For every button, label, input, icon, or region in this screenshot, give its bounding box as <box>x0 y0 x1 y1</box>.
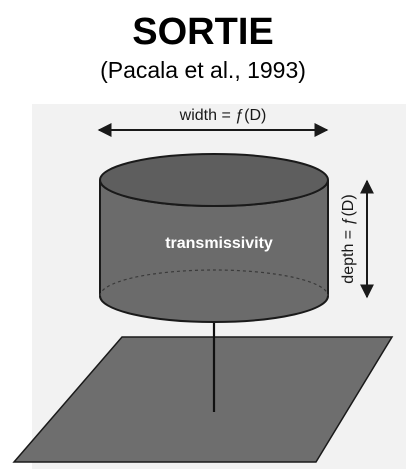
ground-plane <box>12 336 394 463</box>
page-title: SORTIE <box>132 11 274 53</box>
crown-cylinder-top <box>99 153 329 207</box>
crown-transmissivity-label: transmissivity <box>165 235 273 252</box>
citation-subtitle: (Pacala et al., 1993) <box>100 57 306 83</box>
crown-bottom-hidden-edge <box>99 269 329 297</box>
width-label: width = ƒ(D) <box>179 107 267 124</box>
depth-label: depth = ƒ(D) <box>340 194 357 283</box>
